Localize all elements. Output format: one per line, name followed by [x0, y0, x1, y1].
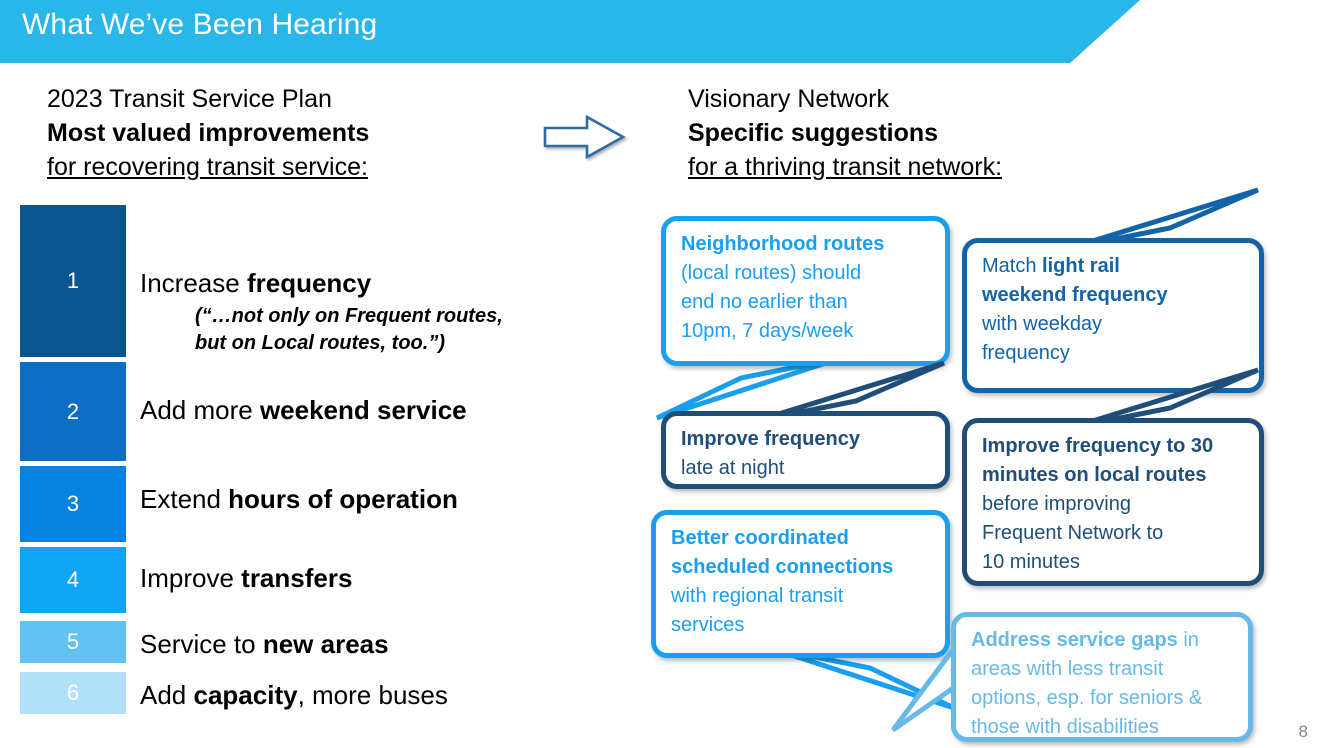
rank-label-6: Add capacity, more buses [140, 680, 448, 710]
bubble-line-emphasis: light rail [1042, 255, 1120, 277]
bubble-line-text: Frequent Network to [982, 522, 1164, 544]
bubble-better-coordinated: Better coordinated scheduled connections w… [651, 510, 950, 658]
bubble-address-service-gaps: Address service gaps in areas with less t… [951, 612, 1253, 742]
bubble-line: those with disabilities [971, 713, 1234, 742]
rank-label-emphasis: transfers [241, 563, 353, 593]
bubble-line: minutes on local routes [982, 461, 1245, 490]
bubble-line-text: (local routes) should [681, 262, 862, 284]
bubble-line: Neighborhood routes [681, 230, 931, 259]
rank-label-emphasis: frequency [246, 268, 372, 298]
bubble-line-emphasis: weekend frequency [982, 284, 1168, 306]
bubble-line: options, esp. for seniors & [971, 684, 1234, 713]
rank-label-emphasis: new areas [262, 629, 389, 659]
bubble-line-emphasis: Neighborhood routes [681, 233, 885, 255]
bubble-line: late at night [681, 454, 931, 483]
bubble-line: weekend frequency [982, 281, 1245, 310]
rank-number-6: 6 [66, 680, 80, 705]
bubble-line: frequency [982, 339, 1245, 368]
rank-label-2: Add more weekend service [140, 395, 467, 425]
bubble-line-emphasis: Address service gaps [971, 629, 1178, 651]
rank-note-line-1: (“…not only on Frequent routes, [195, 305, 503, 327]
bubble-line-text: frequency [982, 342, 1070, 364]
left-column-intro: 2023 Transit Service Plan Most valued im… [47, 82, 369, 184]
bubble-line-text: end no earlier than [681, 291, 848, 313]
rank-number-5: 5 [66, 629, 80, 654]
bubble-line-text: options, esp. for seniors & [971, 687, 1203, 709]
bubble-line-text: before improving [982, 493, 1131, 515]
right-intro-line-2: Specific suggestions [688, 119, 939, 147]
bubble-improve-frequency-30: Improve frequency to 30 minutes on local … [962, 418, 1264, 586]
rank-number-2: 2 [66, 398, 80, 424]
bubble-line-emphasis: scheduled connections [671, 556, 894, 578]
page-number: 8 [1298, 722, 1308, 741]
right-intro-line-1: Visionary Network [688, 85, 890, 113]
bubble-line-text: areas with less transit [971, 658, 1164, 680]
bubble-line-emphasis: minutes on local routes [982, 464, 1207, 486]
bubble-line-text: 10pm, 7 days/week [681, 320, 854, 342]
left-intro-line-3: for recovering transit service: [47, 153, 368, 181]
bubble-line-text: with regional transit [671, 585, 844, 607]
bubble-line-emphasis: Improve frequency to 30 [982, 435, 1214, 457]
bubble-line: scheduled connections [671, 553, 931, 582]
bubble-line: 10 minutes [982, 548, 1245, 577]
page-title: What We’ve Been Hearing [22, 8, 378, 41]
bubble-line: 10pm, 7 days/week [681, 317, 931, 346]
right-column-intro: Visionary Network Specific suggestions f… [688, 82, 1002, 184]
left-intro-line-1: 2023 Transit Service Plan [47, 85, 332, 113]
rank-bar-6: 6 [20, 672, 126, 714]
rank-label-1: Increase frequency [140, 268, 372, 298]
bubble-line-text: in [1177, 629, 1199, 651]
bubble-line-emphasis: Better coordinated [671, 527, 849, 549]
bubble-line: Improve frequency [681, 425, 931, 454]
bubble-neighborhood-routes: Neighborhood routes (local routes) should… [661, 216, 950, 366]
bubble-line-text: with weekday [982, 313, 1103, 335]
rank-number-4: 4 [66, 567, 80, 592]
header-banner [0, 0, 1140, 63]
rank-label-3: Extend hours of operation [140, 484, 458, 514]
bubble-line: areas with less transit [971, 655, 1234, 684]
bubble-line-text: those with disabilities [971, 716, 1159, 738]
rank-number-3: 3 [66, 491, 80, 516]
rank-bar-2: 2 [20, 362, 126, 461]
rank-label-4: Improve transfers [140, 563, 353, 593]
bubble-line: Address service gaps in [971, 626, 1234, 655]
bubble-line-text: services [671, 614, 745, 636]
rank-number-1: 1 [66, 268, 80, 293]
left-intro-line-2: Most valued improvements [47, 119, 370, 147]
rank-note-1: (“…not only on Frequent routes, but on Lo… [195, 303, 503, 357]
bubble-line-emphasis: Improve frequency [681, 428, 860, 450]
bubble-line: Frequent Network to [982, 519, 1245, 548]
ranked-improvements-list: 1 Increase frequency (“…not only on Freque… [0, 0, 640, 748]
bubble-line: Match light rail [982, 252, 1245, 281]
rank-label-emphasis: capacity [193, 680, 298, 710]
rank-note-line-2: but on Local routes, too.”) [195, 332, 445, 354]
rank-bar-3: 3 [20, 466, 126, 542]
bubble-improve-frequency-night: Improve frequency late at night [661, 411, 950, 489]
bubble-line: end no earlier than [681, 288, 931, 317]
bubble-line: Better coordinated [671, 524, 931, 553]
bubble-line: with regional transit [671, 582, 931, 611]
rank-label-5: Service to new areas [140, 629, 389, 659]
bubble-line: services [671, 611, 931, 640]
right-intro-line-3: for a thriving transit network: [688, 153, 1003, 181]
rank-bar-4: 4 [20, 547, 126, 613]
rank-label-emphasis: hours of operation [228, 484, 458, 514]
bubble-line-text: late at night [681, 457, 785, 479]
bubble-line: Improve frequency to 30 [982, 432, 1245, 461]
bubble-line-text: Match [982, 255, 1043, 277]
bubble-line: with weekday [982, 310, 1245, 339]
rank-bar-1: 1 [20, 205, 126, 357]
bubble-light-rail-weekend: Match light rail weekend frequency with we… [962, 238, 1264, 393]
bubble-line-text: 10 minutes [982, 551, 1080, 573]
bubble-line: before improving [982, 490, 1245, 519]
rank-bar-5: 5 [20, 621, 126, 663]
right-arrow-icon [543, 114, 626, 160]
rank-label-emphasis: weekend service [259, 395, 467, 425]
bubble-line: (local routes) should [681, 259, 931, 288]
